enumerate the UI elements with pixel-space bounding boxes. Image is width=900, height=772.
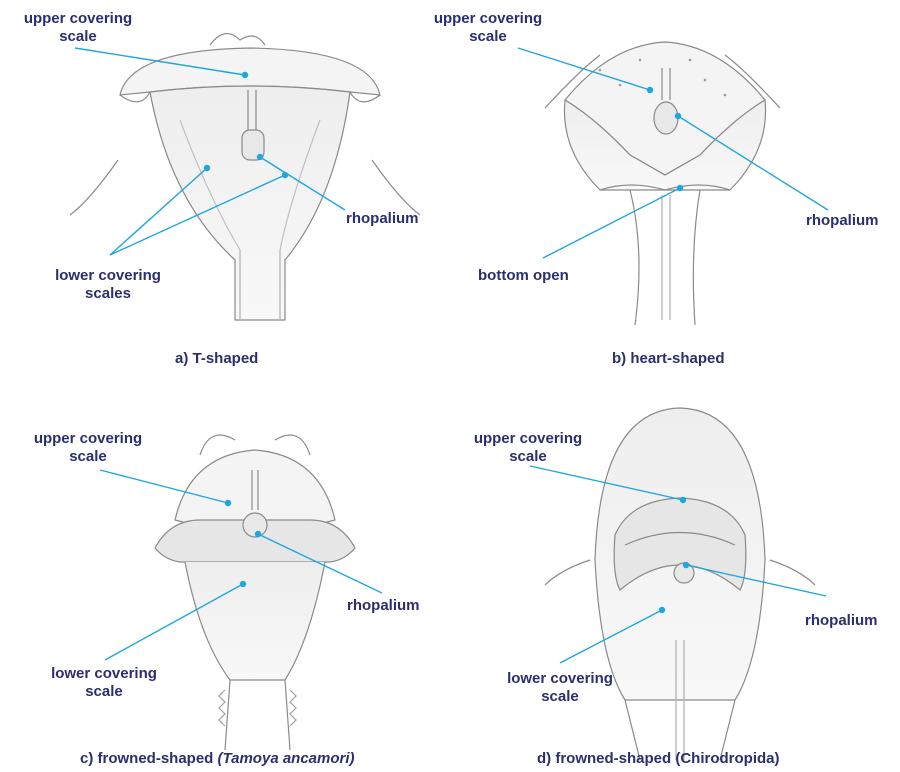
panel-b-sketch bbox=[545, 42, 780, 325]
label-d-rhopalium: rhopalium bbox=[805, 612, 878, 630]
label-b-upper-covering-scale: upper covering scale bbox=[418, 10, 558, 46]
caption-c-species: (Tamoya ancamori) bbox=[218, 750, 355, 767]
label-b-bottom-open: bottom open bbox=[478, 267, 569, 285]
label-a-lower-covering-scales: lower covering scales bbox=[38, 267, 178, 303]
caption-c-text: c) frowned-shaped bbox=[80, 750, 213, 767]
label-a-upper-covering-scale: upper covering scale bbox=[8, 10, 148, 46]
caption-b: b) heart-shaped bbox=[612, 350, 725, 367]
label-c-lower-covering-scale: lower covering scale bbox=[34, 665, 174, 701]
panel-c-sketch bbox=[155, 435, 355, 750]
label-c-rhopalium: rhopalium bbox=[347, 597, 420, 615]
caption-d: d) frowned-shaped (Chirodropida) bbox=[537, 750, 779, 767]
caption-a: a) T-shaped bbox=[175, 350, 258, 367]
label-a-rhopalium: rhopalium bbox=[346, 210, 419, 228]
label-c-upper-covering-scale: upper covering scale bbox=[18, 430, 158, 466]
label-d-lower-covering-scale: lower covering scale bbox=[490, 670, 630, 706]
caption-c: c) frowned-shaped (Tamoya ancamori) bbox=[80, 750, 355, 767]
label-b-rhopalium: rhopalium bbox=[806, 212, 879, 230]
label-d-upper-covering-scale: upper covering scale bbox=[458, 430, 598, 466]
